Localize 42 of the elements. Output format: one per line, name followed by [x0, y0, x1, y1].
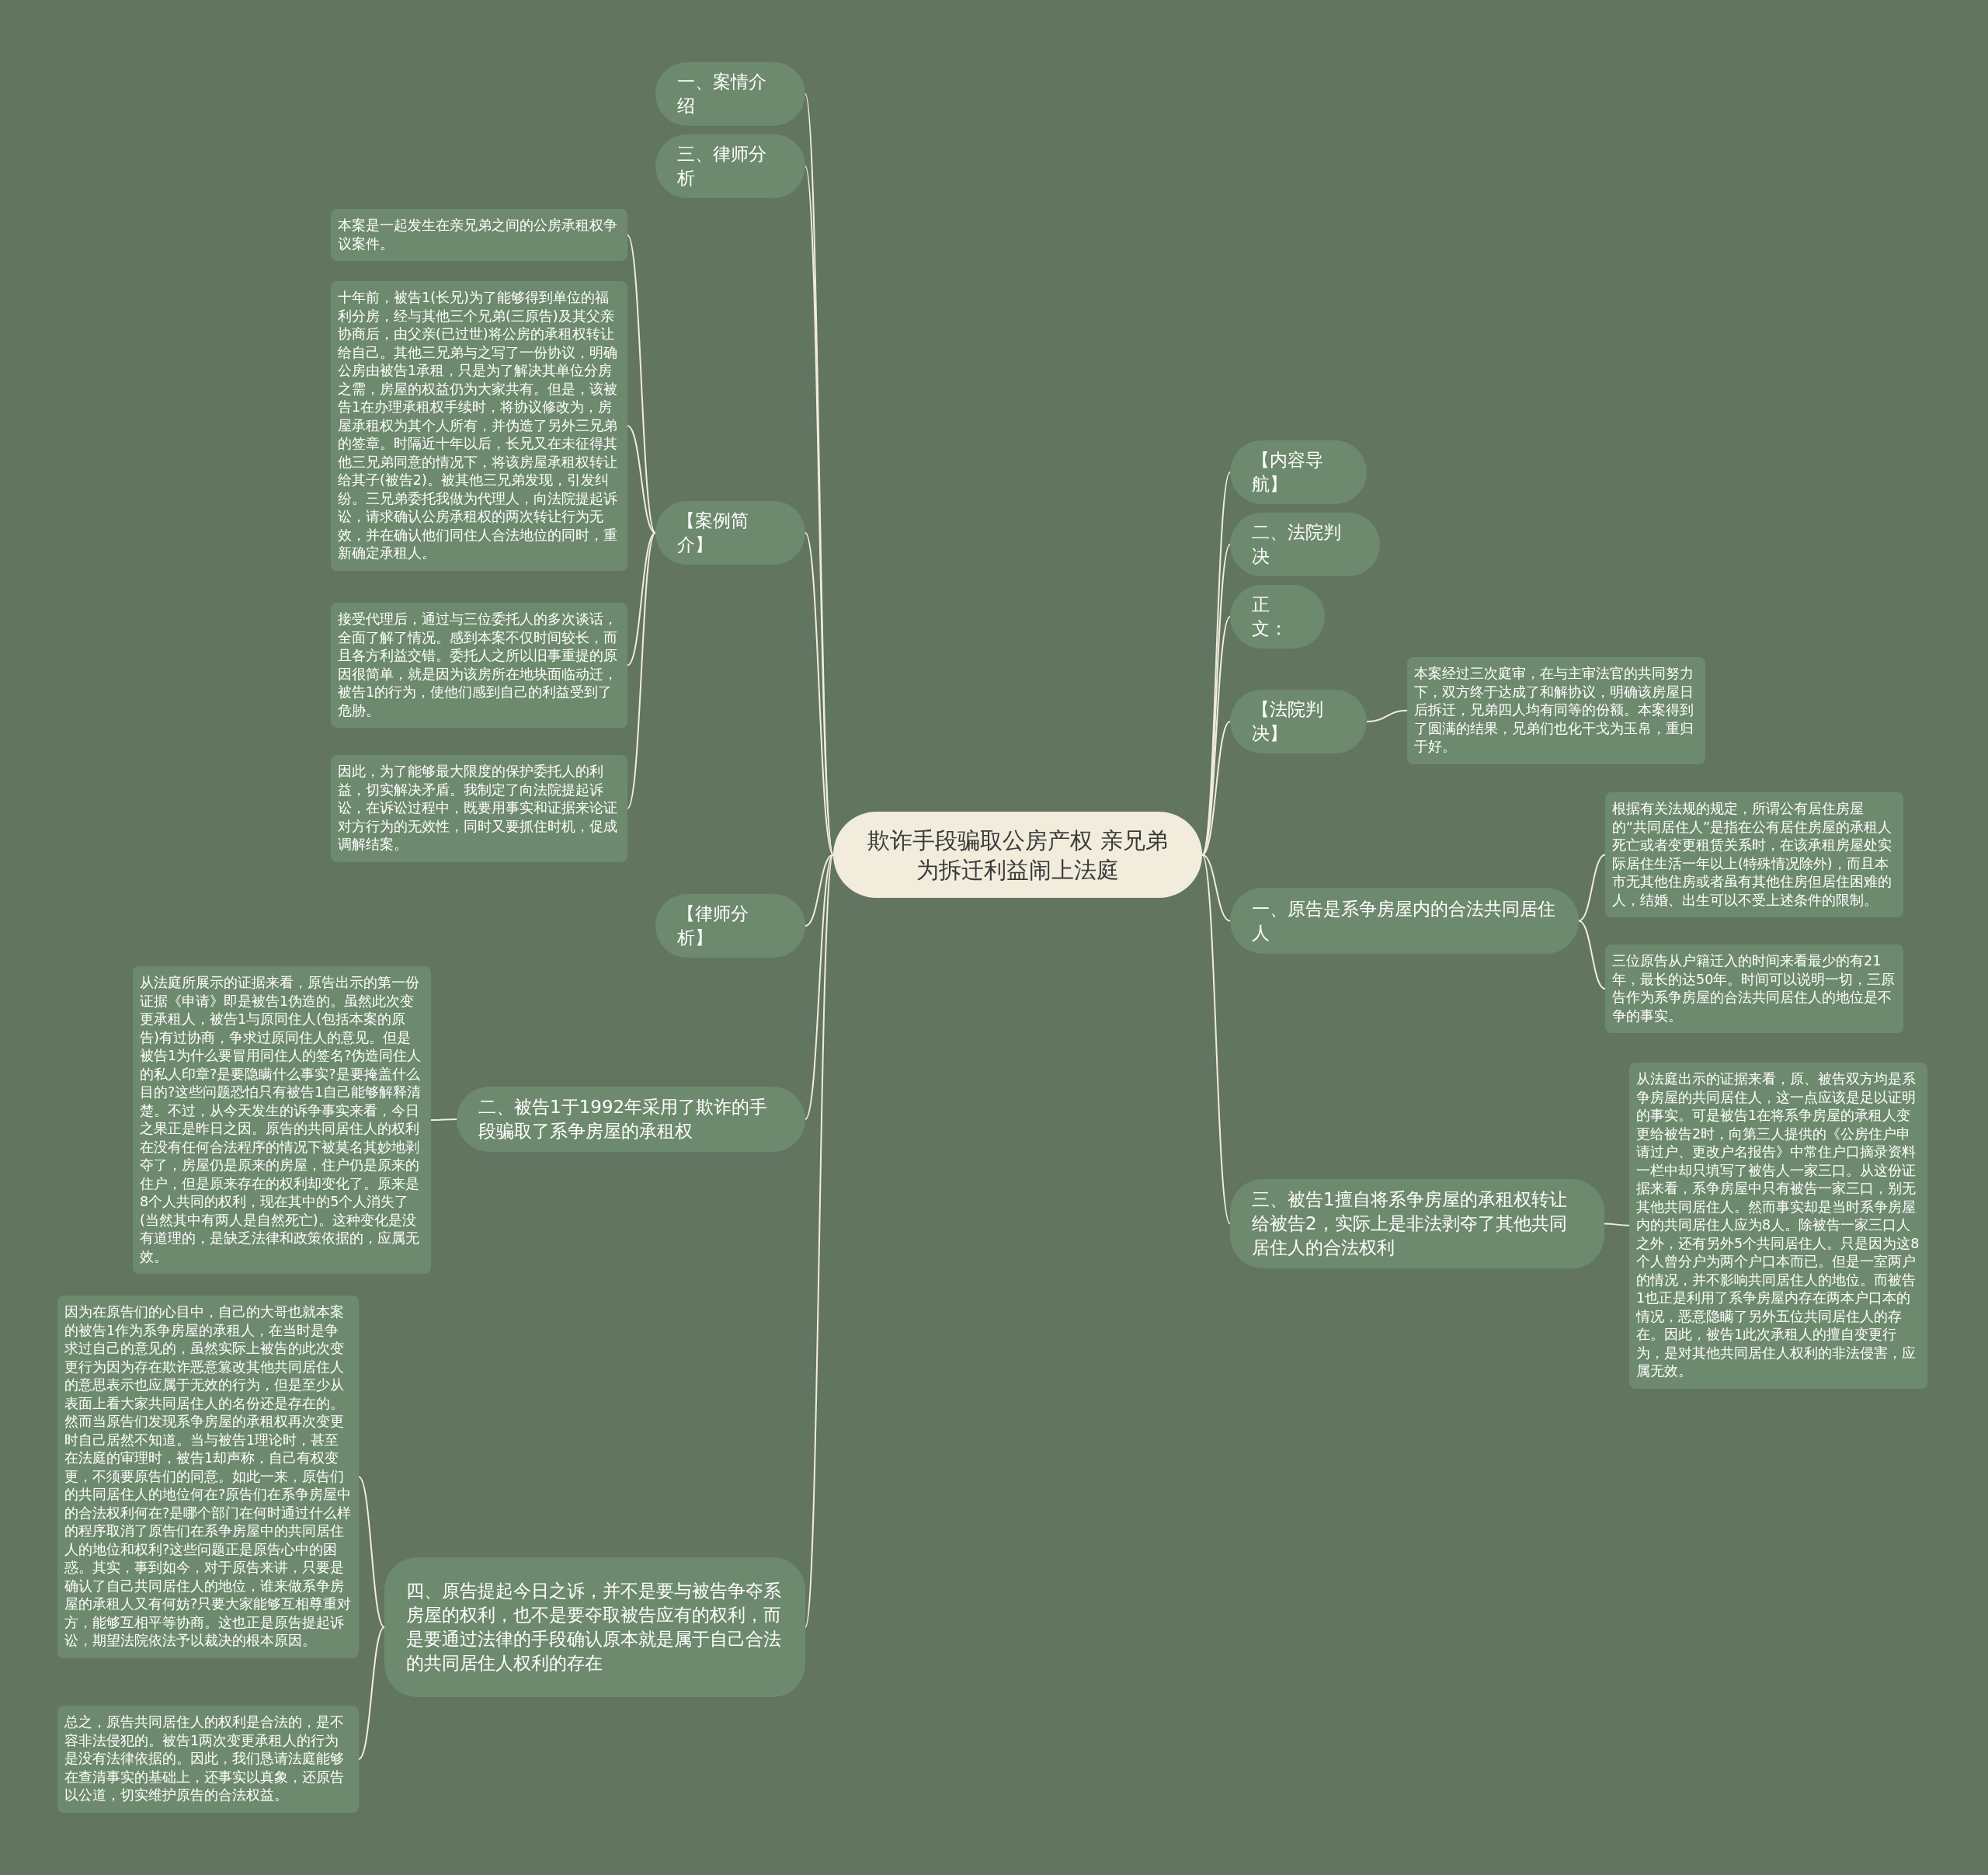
note-card: 从法庭出示的证据来看，原、被告双方均是系争房屋的共同居住人，这一点应该是足以证明的事实。可是被告1在将系争房屋的承租人变更给被告2时，向第三人提供的《公房住户申请过户、更改户名报告》中常住户口摘录资料一栏中却只填写了被告人一家三口。从这份证据来看，系争房屋中只有被告一家三口，别无其他共同居住人。然而事实却是当时系争房屋内的共同居住人应为8人。除被告一家三口人之外，还有另外5个共同居住人。只是因为这8个人曾分户为两个户口本而已。但是一室两户的情况，并不影响共同居住人的地位。而被告1也正是利用了系争房屋内存在两本户口本的情况，恶意隐瞒了另外五位共同居住人的存在。因此，被告1此次承租人的擅自变更行为，是对其他共同居住人权利的非法侵害，应属无效。	[1629, 1063, 1927, 1389]
topic-node: 三、被告1擅自将系争房屋的承租权转让给被告2，实际上是非法剥夺了其他共同居住人的合法权利	[1230, 1179, 1604, 1268]
note-card: 本案是一起发生在亲兄弟之间的公房承租权争议案件。	[331, 209, 627, 261]
connector-line	[1604, 1223, 1630, 1226]
note-card: 因此，为了能够最大限度的保护委托人的利益，切实解决矛盾。我制定了向法院提起诉讼，在诉讼过程中，既要用事实和证据来论证对方行为的无效性，同时又要抓住时机，促成调解结案。	[331, 755, 627, 862]
note-card: 因为在原告们的心目中，自己的大哥也就本案的被告1作为系争房屋的承租人，在当时是争求过自己的意见的，虽然实际上被告的此次变更行为因为存在欺诈恶意篡改其他共同居住人的意思表示也应属于无效的行为，但是至少从表面上看大家共同居住人的名份还是存在的。然而当原告们发现系争房屋的承租权再次变更时自己居然不知道。当与被告1理论时，甚至在法庭的审理时，被告1却声称，自己有权变更，不须要原告们的同意。如此一来，原告们的共同居住人的地位何在?原告们在系争房屋中的合法权利何在?是哪个部门在何时通过什么样的程序取消了原告们在系争房屋中的共同居住人的地位和权利?这些问题正是原告心中的困惑。其实，事到如今，对于原告来讲，只要是确认了自己共同居住人的地位，谁来做系争房屋的承租人又有何妨?只要大家能够互相尊重对方，能够互相平等协商。这也正是原告提起诉讼，期望法院依法予以裁决的根本原因。	[57, 1296, 359, 1658]
connector-line	[1201, 721, 1231, 856]
topic-node: 四、原告提起今日之诉，并不是要与被告争夺系房屋的权利，也不是要夺取被告应有的权利，而是要通过法律的手段确认原本就是属于自己合法的共同居住人权利的存在	[384, 1557, 805, 1697]
connector-line	[1578, 920, 1606, 990]
connector-line	[805, 854, 834, 1120]
central-topic: 欺诈手段骗取公房产权 亲兄弟为拆迁利益闹上法庭	[833, 812, 1202, 898]
note-card: 从法庭所展示的证据来看，原告出示的第一份证据《申请》即是被告1伪造的。虽然此次变更承租人，被告1与原同住人(包括本案的原告)有过协商，争求过原同住人的意见。但是被告1为什么要冒用同住人的签名?伪造同住人的私人印章?是要隐瞒什么事实?是要掩盖什么目的?这些问题恐怕只有被告1自己能够解释清楚。不过，从今天发生的诉争事实来看，今日之果正是昨日之因。原告的共同居住人的权利在没有任何合法程序的情况下被莫名其妙地剥夺了，房屋仍是原来的房屋，住户仍是原来的住户，但是原来存在的权利却变化了。原来是8个人共同的权利，现在其中的5个人消失了(当然其中有两人是自然死亡)。这种变化是没有道理的，是缺乏法律和政策依据的，应属无效。	[133, 966, 431, 1274]
topic-node: 正文：	[1230, 585, 1325, 649]
note-card: 十年前，被告1(长兄)为了能够得到单位的福利分房，经与其他三个兄弟(三原告)及其父亲协商后，由父亲(已过世)将公房的承租权转让给自己。其他三兄弟与之写了一份协议，明确公房由被告1承租，只是为了解决其单位分房之需，房屋的权益仍为大家共有。但是，该被告1在办理承租权手续时，将协议修改为，房屋承租权为其个人所有，并伪造了另外三兄弟的签章。时隔近十年以后，长兄又在未征得其他三兄弟同意的情况下，将该房屋承租权转让给其子(被告2)。被其他三兄弟发现，引发纠纷。三兄弟委托我做为代理人，向法院提起诉讼，请求确认公房承租权的两次转让行为无效，并在确认他们同住人合法地位的同时，重新确定承租人。	[331, 281, 627, 571]
note-card: 本案经过三次庭审，在与主审法官的共同努力下，双方终于达成了和解协议，明确该房屋日后拆迁，兄弟四人均有同等的份额。本案得到了圆满的结果，兄弟们也化干戈为玉帛，重归于好。	[1407, 657, 1705, 764]
note-card: 接受代理后，通过与三位委托人的多次谈话，全面了解了情况。感到本案不仅时间较长，而且各方利益交错。委托人之所以旧事重提的原因很简单，就是因为该房所在地块面临动迁，被告1的行为，使他们感到自己的利益受到了危胁。	[331, 603, 627, 728]
connector-line	[430, 1118, 457, 1121]
topic-node: 一、案情介绍	[655, 62, 805, 126]
topic-node: 【案例简介】	[655, 501, 805, 565]
note-card: 根据有关法规的规定，所谓公有居住房屋的“共同居住人”是指在公有居住房屋的承租人死亡或者变更租赁关系时，在该承租房屋处实际居住生活一年以上(特殊情况除外)，而且本市无其他住房或者虽有其他住房但居住困难的人，结婚、出生可以不受上述条件的限制。	[1605, 792, 1903, 917]
topic-node: 二、被告1于1992年采用了欺诈的手段骗取了系争房屋的承租权	[457, 1087, 805, 1152]
connector-line	[1578, 854, 1606, 922]
connector-line	[627, 234, 656, 534]
connector-line	[627, 532, 656, 666]
connector-line	[358, 1626, 385, 1760]
connector-line	[805, 854, 834, 927]
connector-line	[805, 854, 834, 1628]
topic-node: 【律师分析】	[655, 894, 805, 958]
topic-node: 三、律师分析	[655, 134, 805, 198]
connector-line	[1366, 709, 1408, 722]
topic-node: 【法院判决】	[1230, 690, 1367, 753]
connector-line	[627, 532, 656, 809]
connector-line	[1201, 854, 1231, 922]
note-card: 总之，原告共同居住人的权利是合法的，是不容非法侵犯的。被告1两次变更承租人的行为是没有法律依据的。因此，我们恳请法庭能够在查清事实的基础上，还事实以真象，还原告以公道，切实维护原告的合法权益。	[57, 1706, 359, 1813]
topic-node: 二、法院判决	[1230, 513, 1380, 576]
connector-line	[358, 1476, 385, 1628]
connector-line	[627, 425, 656, 534]
connector-line	[805, 532, 834, 856]
note-card: 三位原告从户籍迁入的时间来看最少的有21年，最长的达50年。时间可以说明一切，三原告作为系争房屋的合法共同居住人的地位是不争的事实。	[1605, 944, 1903, 1033]
topic-node: 【内容导航】	[1230, 440, 1367, 504]
topic-node: 一、原告是系争房屋内的合法共同居住人	[1230, 888, 1579, 954]
connector-line	[1201, 854, 1231, 1225]
